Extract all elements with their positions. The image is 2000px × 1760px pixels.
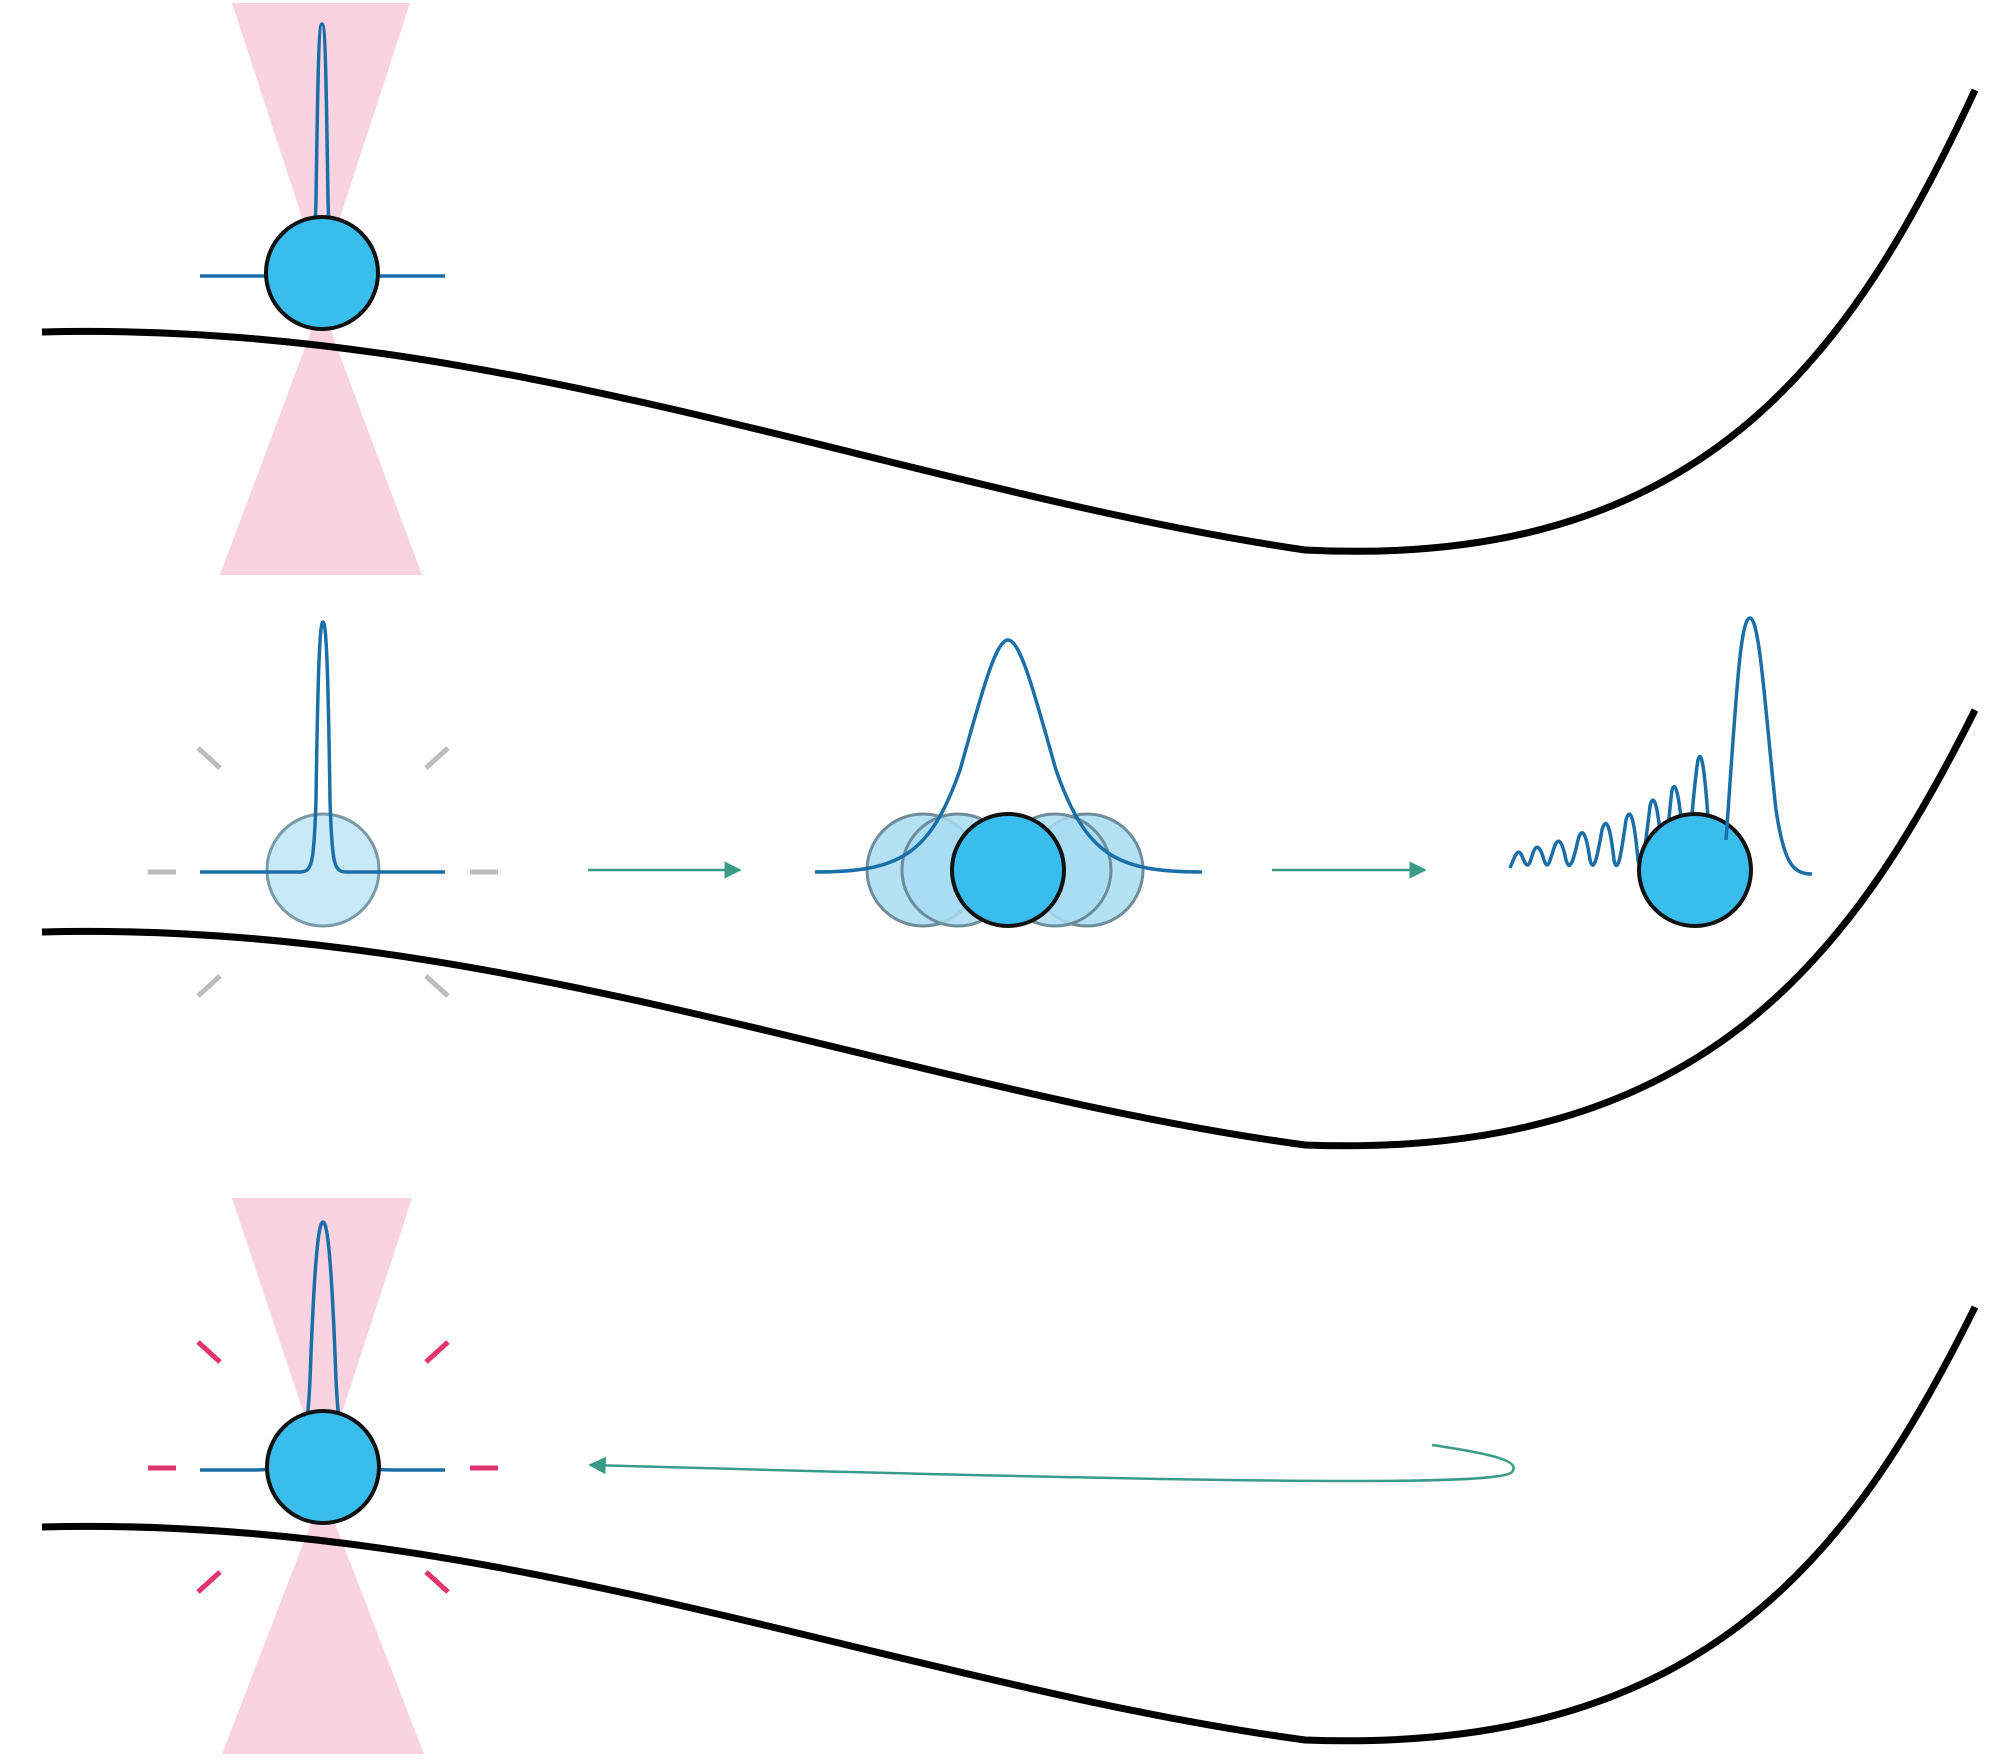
particle	[265, 1409, 381, 1525]
flash-mark	[196, 974, 222, 998]
flash-marks-off	[148, 746, 498, 998]
panel-trap	[41, 3, 1979, 575]
flash-mark	[196, 746, 222, 770]
flash-mark	[424, 974, 450, 998]
flash-mark	[196, 1340, 222, 1364]
wavefunction-oscillating	[1508, 754, 1712, 869]
released-particle-ghost	[265, 812, 381, 928]
wavefunction-gaussian	[814, 638, 1203, 874]
potential-curve	[41, 1305, 1979, 1745]
optical-tweezer-beam-lower	[222, 1500, 424, 1754]
flash-mark	[424, 746, 450, 770]
wavefunction-narrow	[200, 620, 445, 874]
particle	[264, 215, 380, 331]
optical-tweezer-beam-upper	[232, 1198, 412, 1462]
flash-mark	[424, 1570, 450, 1594]
panel-release	[41, 616, 1979, 1150]
arrow-return-icon	[588, 1443, 1515, 1483]
oscillating-state	[1508, 616, 1813, 928]
flash-marks-on	[148, 1340, 498, 1594]
optical-tweezer-beam-upper	[232, 3, 410, 270]
potential-curve	[41, 708, 1979, 1150]
flash-mark	[424, 1340, 450, 1364]
panel-recapture	[41, 1198, 1979, 1754]
expanded-state	[814, 638, 1203, 928]
wavefunction-oscillating-peak	[1724, 616, 1813, 876]
optical-tweezer-beam-lower	[220, 310, 422, 575]
potential-curve	[41, 88, 1979, 555]
flash-mark	[196, 1570, 222, 1594]
particle	[950, 812, 1066, 928]
particle	[1637, 812, 1753, 928]
